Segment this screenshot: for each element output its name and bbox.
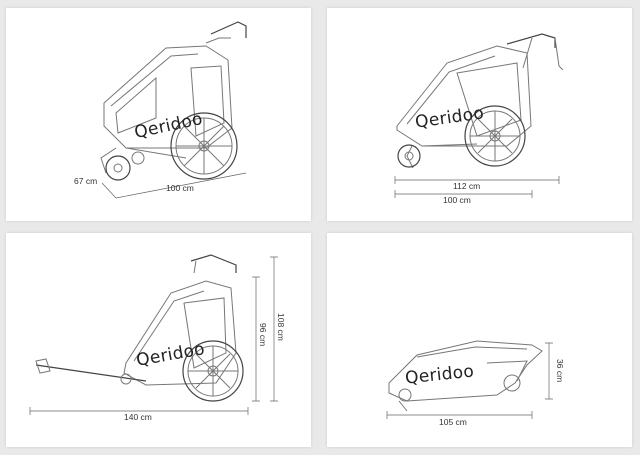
- trailer-drawing: [29, 254, 278, 415]
- panel-side-towbar: Qeridoo 140 cm 96 cm 108 cm: [6, 233, 311, 447]
- dim-label-length: 100 cm: [443, 195, 471, 205]
- folded-body-outline: [388, 340, 543, 402]
- length-dim-line: [115, 172, 247, 199]
- dim-label-height: 96 cm: [258, 323, 268, 347]
- handlebar-line: [506, 33, 556, 48]
- handlebar-line: [210, 21, 247, 38]
- rear-wheel: [464, 105, 526, 167]
- rear-wheel: [182, 340, 244, 402]
- front-wheel: [397, 144, 421, 168]
- stroller-drawing-front: [100, 21, 247, 199]
- height-dim-line: [252, 276, 260, 402]
- height-dim-line: [545, 342, 553, 400]
- dim-label-height-max: 108 cm: [276, 313, 286, 341]
- length-extended-dim-line: [394, 176, 560, 184]
- length-dim-line: [394, 190, 533, 198]
- panel-front-view: Qeridoo 67 cm 100 cm: [6, 8, 311, 221]
- canopy-outline: [123, 280, 237, 386]
- dim-label-length-extended: 112 cm: [453, 181, 481, 191]
- canopy-outline: [396, 45, 532, 147]
- dim-label-length: 105 cm: [439, 417, 467, 427]
- stroller-drawing-side: [394, 33, 564, 198]
- dim-label-length: 140 cm: [124, 412, 152, 422]
- front-wheel: [105, 155, 131, 181]
- dim-label-width: 67 cm: [74, 176, 98, 186]
- height-max-dim-line: [270, 256, 278, 402]
- folded-wheel: [503, 374, 521, 392]
- length-dim-line: [29, 407, 249, 415]
- length-dim-line: [386, 411, 533, 419]
- panel-folded: Qeridoo 105 cm 36 cm: [327, 233, 632, 447]
- panel-side-extended: Qeridoo 112 cm 100 cm: [327, 8, 632, 221]
- handlebar-line: [190, 254, 237, 273]
- width-dim-line: [101, 182, 117, 199]
- dim-label-length: 100 cm: [166, 183, 194, 193]
- rear-wheel: [170, 112, 238, 180]
- tow-bar: [35, 364, 147, 382]
- folded-drawing: [386, 340, 553, 419]
- dim-label-height: 36 cm: [555, 359, 565, 383]
